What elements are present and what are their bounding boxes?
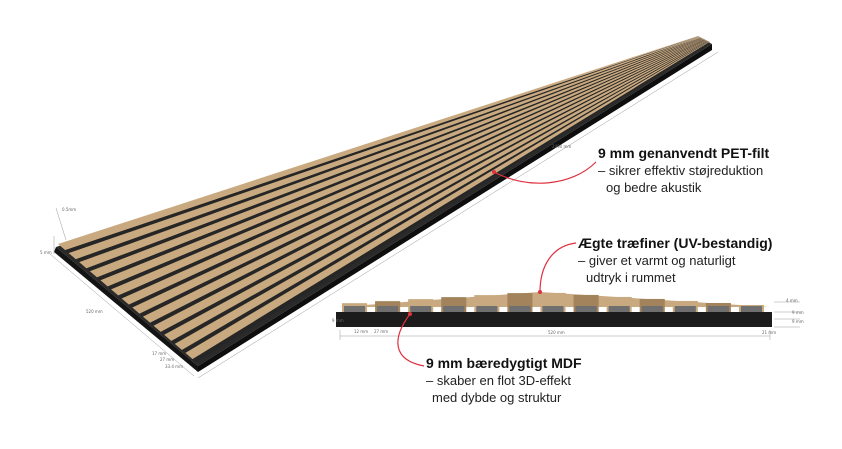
callout-veneer-title: Ægte træfiner (UV-bestandig) [578,235,773,251]
wood-slats [58,36,710,363]
section-slats [342,292,764,312]
section-slat-front [608,306,630,312]
felt-gap [171,40,709,344]
wood-slat [111,38,704,296]
dim-bottom-a: 17 mm [152,351,166,356]
dim-section-width: 520 mm [548,330,565,335]
dim-width: 520 mm [86,309,103,314]
section-slat-front [674,306,696,312]
felt-gap [150,40,707,326]
section-slat-front [344,306,366,312]
section-slat-front [707,306,729,312]
callout-mdf-line2: med dybde og struktur [432,390,562,405]
wood-slat [89,37,702,278]
felt-gap [65,36,699,254]
section-slat-front [641,306,663,312]
callout-mdf-title: 9 mm bæredygtigt MDF [426,355,582,371]
felt-gap [181,41,710,353]
panel-perspective [54,36,712,372]
section-slat-front [476,306,498,312]
section-slat-front [410,306,432,312]
section-slat-front [740,306,762,312]
wood-slat [121,38,705,305]
section-slat-front [575,306,597,312]
felt-gap [118,38,704,299]
dim-slat-gap: 0.5mm [62,207,76,212]
dim-section-a: 12 mm [354,329,368,334]
wood-slat [142,39,707,323]
felt-gap [97,37,702,281]
wood-slat [153,40,707,332]
section-dimensions [339,301,800,340]
wood-slat [185,41,710,360]
section-slat-front [542,306,564,312]
dim-side-mid: 9 mm [792,310,804,315]
felt-gap [86,37,701,272]
callout-veneer: Ægte træfiner (UV-bestandig) – giver et … [578,235,772,286]
wood-slat [79,36,701,269]
dim-length: 2490 mm [552,144,571,149]
panel-dimensions [49,51,719,379]
felt-gap [192,41,710,363]
felt-gap [128,39,705,308]
dim-bottom-c: 33.4 mm [165,364,183,369]
callout-mdf-line1: – skaber en flot 3D-effekt [426,373,572,388]
callout-felt: 9 mm genanvendt PET-filt – sikrer effekt… [598,145,769,196]
callout-felt-line1: – sikrer effektiv støjreduktion [598,163,764,178]
dim-bottom-b: 27 mm [160,357,174,362]
panel-section [336,292,772,327]
felt-gap [139,39,706,317]
wood-slat [58,36,699,251]
felt-gap [75,36,700,263]
dim-thickness-left: 5 mm [40,250,52,255]
callout-mdf: 9 mm bæredygtigt MDF – skaber en flot 3D… [426,355,582,406]
felt-base-end [198,44,712,372]
felt-gap [160,40,708,335]
callout-veneer-line1: – giver et varmt og naturligt [578,253,736,268]
felt-gap [107,38,703,290]
callout-felt-line2: og bedre akustik [606,180,702,195]
callout-felt-title: 9 mm genanvendt PET-filt [598,145,770,161]
wood-slat [68,36,700,260]
dim-side-top: 4 mm [786,298,798,303]
leader-mdf [397,313,425,367]
dim-side-bottom: 9 mm [792,319,804,324]
wood-slat [132,39,706,314]
leader-mdf-dot [408,312,412,316]
wood-slat [174,41,709,351]
wood-slat [100,37,703,287]
callout-veneer-line2: udtryk i rummet [586,270,676,285]
leader-veneer-dot [538,290,542,294]
dim-section-left: 9 mm [332,318,344,323]
section-felt [336,312,772,327]
section-slat-front [443,306,465,312]
leader-felt [493,161,597,184]
leader-felt-dot [492,170,496,174]
wood-slat [164,40,708,341]
leader-veneer [539,242,577,293]
dim-section-right: 21 mm [762,330,776,335]
section-slat-front [377,306,399,312]
felt-base-side [54,247,198,372]
dim-section-b: 27 mm [374,329,388,334]
section-slat-front [509,306,531,312]
